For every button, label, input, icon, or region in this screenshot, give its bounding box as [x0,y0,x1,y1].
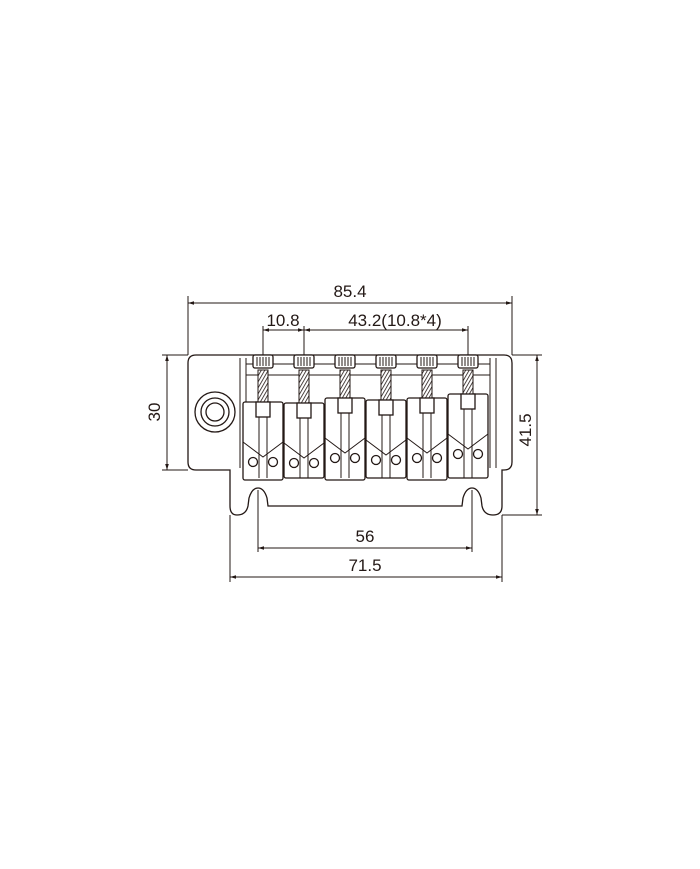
intonation-screw [298,369,310,406]
saddles [242,354,489,481]
height-screw [472,448,484,460]
height-screw [370,454,382,466]
height-screw [329,452,341,464]
height-screw [390,454,402,466]
saddle-slot [337,397,353,414]
height-screw [349,452,361,464]
saddle-slot [296,402,312,419]
height-screw [308,457,320,469]
dim-base-width: 71.5 [348,556,381,575]
intonation-screw [462,369,474,397]
saddle [365,354,407,479]
dim-overall-width: 85.4 [333,282,366,301]
intonation-screw [380,369,392,403]
height-screw [267,456,279,468]
dim-string-spacing: 10.8 [266,311,299,330]
dim-post-spacing: 56 [356,527,375,546]
saddle [406,354,448,481]
dim-overall-depth: 41.5 [516,413,535,446]
intonation-screw [421,369,433,401]
dim-plate-height: 30 [145,403,164,422]
saddle-slot [378,399,394,416]
saddle-slot [460,393,476,410]
dimension-lines [162,296,542,582]
saddle [283,354,325,479]
saddle-slot [255,401,271,418]
saddle [324,354,366,481]
height-screw [411,452,423,464]
height-screw [452,448,464,460]
intonation-screw [339,369,351,401]
height-screw [431,452,443,464]
height-screw [247,456,259,468]
saddle [242,354,284,481]
saddle [447,354,489,479]
height-screw [288,457,300,469]
dim-total-spacing: 43.2(10.8*4) [348,311,442,330]
arm-socket [194,391,236,433]
intonation-screw [257,369,269,405]
saddle-slot [419,397,435,414]
